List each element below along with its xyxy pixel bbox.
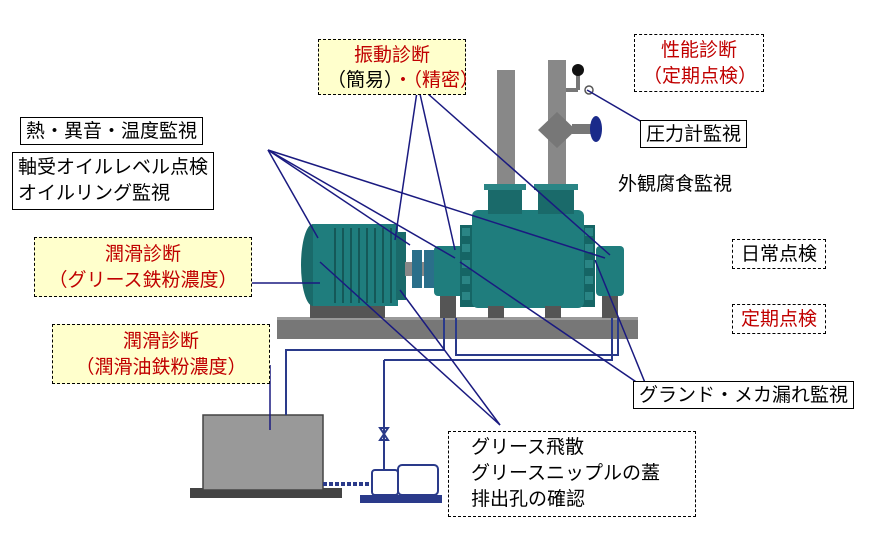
oil-diagnosis-subtitle: （潤滑油鉄粉濃度）: [75, 356, 247, 378]
gauge-valve: [584, 85, 594, 95]
periodic-check-label: 定期点検: [732, 304, 827, 334]
oil-level-line2: オイルリング監視: [18, 182, 171, 204]
base-plate: [277, 317, 638, 339]
performance-diagnosis-label: 性能診断 （定期点検）: [634, 34, 764, 92]
grease-diagnosis-label: 潤滑診断 （グリース鉄粉濃度）: [34, 237, 252, 297]
grease-check-label: グリース飛散 グリースニップルの蓋 排出孔の確認: [448, 431, 696, 517]
vibration-subtitle: （簡易）・（精密）: [327, 68, 479, 93]
lube-valve: [378, 427, 390, 441]
pump-bolts: [462, 228, 593, 300]
coupling-left: [412, 250, 422, 288]
base-plate-top: [277, 317, 638, 320]
corrosion-label: 外観腐食監視: [618, 173, 733, 195]
oil-tank: [202, 414, 324, 491]
oil-diagnosis-title: 潤滑診断: [122, 330, 199, 352]
grease-diagnosis-title: 潤滑診断: [104, 243, 181, 265]
vibration-diagnosis-label: 振動診断 （簡易）・（精密）: [318, 39, 479, 95]
gland-leak-label: グランド・メカ漏れ監視: [633, 381, 855, 409]
pump-nozzle-right: [538, 186, 574, 214]
lube-pump-base: [360, 495, 442, 503]
valve-handwheel: [590, 116, 602, 142]
oil-level-label: 軸受オイルレベル点検 オイルリング監視: [12, 152, 215, 210]
bearing-housing-right: [596, 246, 624, 296]
valve-stem: [572, 124, 594, 134]
pump-nozzle-left: [488, 186, 522, 214]
discharge-pipe-left: [497, 70, 515, 195]
pump-nozzle-left-flange: [484, 184, 526, 190]
pump-foot-left: [488, 306, 504, 318]
performance-subtitle: （定期点検）: [643, 65, 758, 87]
oil-level-line1: 軸受オイルレベル点検: [18, 156, 209, 178]
leader-lines: [252, 84, 649, 430]
oil-diagnosis-label: 潤滑診断 （潤滑油鉄粉濃度）: [52, 324, 270, 384]
grease-check-line1: グリース飛散: [471, 436, 585, 458]
heat-noise-temp-label: 熱・異音・温度監視: [20, 117, 204, 145]
pressure-gauge-label: 圧力計監視: [640, 120, 748, 148]
oil-tank-base: [190, 488, 342, 498]
pressure-gauge-icon: [572, 64, 584, 76]
vibration-precise: （精密）: [412, 69, 480, 91]
daily-check-label: 日常点検: [732, 239, 827, 269]
valve-body: [538, 112, 576, 148]
pump-nozzle-right-flange: [534, 184, 578, 190]
vibration-dot: ・: [393, 69, 413, 91]
bearing-stand-left: [440, 296, 456, 318]
lube-pump-casing: [371, 469, 399, 496]
lube-pump-motor: [397, 464, 439, 496]
motor-body: [313, 224, 398, 306]
bearing-stand-right: [602, 296, 618, 318]
grease-check-line2: グリースニップルの蓋: [471, 462, 661, 484]
performance-title: 性能診断: [660, 39, 737, 61]
bearing-housing-left: [434, 246, 464, 296]
coupling-right: [424, 250, 434, 288]
grease-check-line3: 排出孔の確認: [471, 488, 586, 510]
motor-front-flange: [396, 232, 406, 300]
vibration-simple: （簡易）: [327, 69, 394, 91]
pump-casing: [472, 210, 584, 308]
pump-foot-right: [545, 306, 561, 318]
vibration-title: 振動診断: [353, 44, 430, 66]
oil-piping: [285, 318, 619, 415]
grease-diagnosis-subtitle: （グリース鉄粉濃度）: [48, 269, 238, 291]
